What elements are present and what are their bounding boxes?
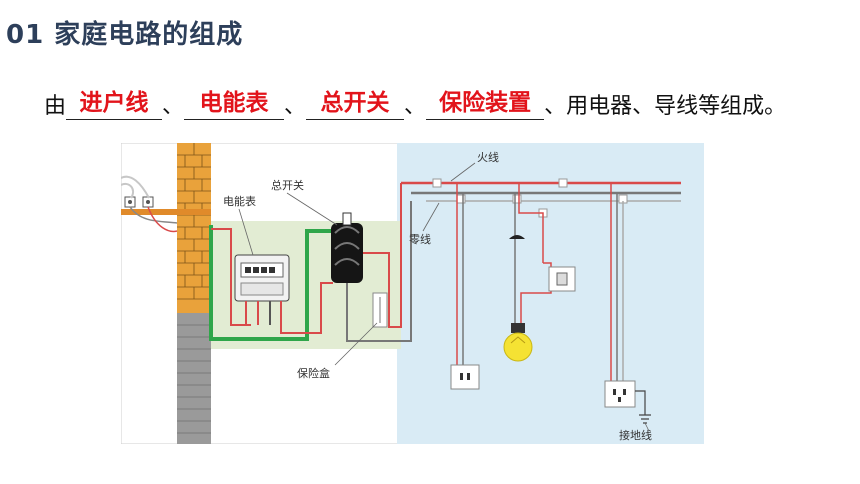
answer-blank-1: 进户线 (66, 89, 163, 120)
household-circuit-diagram: 火线 零线 电能表 总开关 保险盒 接地线 (121, 143, 704, 444)
label-neutral-wire: 零线 (409, 232, 431, 246)
answer-service-wires: 进户线 (79, 90, 149, 116)
circuit-svg: 火线 零线 电能表 总开关 保险盒 接地线 (121, 143, 704, 444)
answer-blank-2: 电能表 (184, 89, 285, 120)
meter-out-wire (280, 282, 333, 334)
separator: 、 (284, 94, 307, 119)
lamp-branch (503, 183, 576, 362)
outlet-branch-2 (604, 183, 651, 424)
answer-fuse: 保险装置 (439, 90, 532, 116)
label-ground-wire: 接地线 (619, 428, 652, 442)
label-fuse-box: 保险盒 (297, 366, 330, 380)
panel-live-wire (363, 183, 402, 328)
brick-wall (177, 143, 211, 444)
outlet-2 (604, 380, 636, 408)
separator: 、 (404, 94, 427, 119)
main-switch (331, 212, 363, 283)
fuse-box (372, 292, 388, 328)
label-meter: 电能表 (223, 194, 256, 208)
label-live-wire: 火线 (477, 150, 499, 164)
page-title: 01 家庭电路的组成 (6, 20, 244, 50)
answer-blank-4: 保险装置 (426, 89, 545, 120)
label-main-switch: 总开关 (271, 178, 304, 192)
sentence-suffix: 、用电器、导线等组成。 (544, 94, 787, 119)
answer-blank-3: 总开关 (306, 89, 405, 120)
light-bulb (503, 332, 533, 362)
panel-neutral-wire (346, 201, 412, 342)
separator: 、 (162, 94, 185, 119)
answer-meter: 电能表 (199, 90, 269, 116)
answer-main-switch: 总开关 (320, 90, 390, 116)
outlet-1 (450, 364, 480, 390)
meter-feed-wire (211, 228, 251, 326)
electricity-meter (234, 254, 290, 325)
composition-sentence: 由进户线、电能表、总开关、保险装置、用电器、导线等组成。 (44, 88, 786, 120)
service-entrance (121, 175, 211, 233)
leader-lines (238, 162, 650, 432)
green-wire (209, 225, 333, 341)
sentence-prefix: 由 (44, 94, 67, 119)
outlet-branch-1 (450, 183, 480, 390)
